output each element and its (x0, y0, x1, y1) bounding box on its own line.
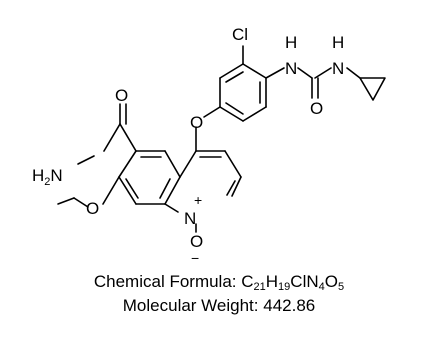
nh-right-h-label: H (332, 33, 344, 52)
formula-label: Chemical Formula: (93, 272, 242, 291)
weight-value: 442.86 (263, 296, 316, 315)
formula-h-count: 19 (278, 281, 291, 293)
ether-oxygen-label: O (190, 113, 203, 132)
bond-lines (57, 45, 386, 233)
formula-n-count: 4 (318, 281, 325, 293)
nh-left-h-label: H (285, 33, 297, 52)
formula-o: O (324, 272, 338, 291)
chemical-formula: Chemical Formula: C21H19ClN4O5 (0, 272, 438, 293)
formula-c: C (241, 272, 254, 291)
ring-nitrogen-label: N (184, 209, 196, 228)
chemical-structure: Cl H N H N O O O H2N O N + O − (32, 25, 386, 262)
formula-o-count: 5 (338, 281, 345, 293)
chlorine-label: Cl (232, 25, 248, 44)
molecular-weight: Molecular Weight: 442.86 (0, 296, 438, 316)
formula-cln: ClN (290, 272, 319, 291)
amide-oxygen-label: O (115, 86, 128, 105)
weight-label: Molecular Weight: (122, 296, 264, 315)
amine-label: H2N (32, 166, 63, 188)
oxygen-charge-label: − (191, 250, 199, 262)
methoxy-oxygen-label: O (86, 199, 99, 218)
oxide-oxygen-label: O (190, 232, 203, 251)
urea-oxygen-label: O (310, 99, 323, 118)
nitrogen-charge-label: + (194, 192, 202, 208)
formula-h: H (265, 272, 279, 291)
formula-c-count: 21 (253, 281, 266, 293)
nh-right-n-label: N (332, 59, 344, 78)
nh-left-n-label: N (285, 59, 297, 78)
